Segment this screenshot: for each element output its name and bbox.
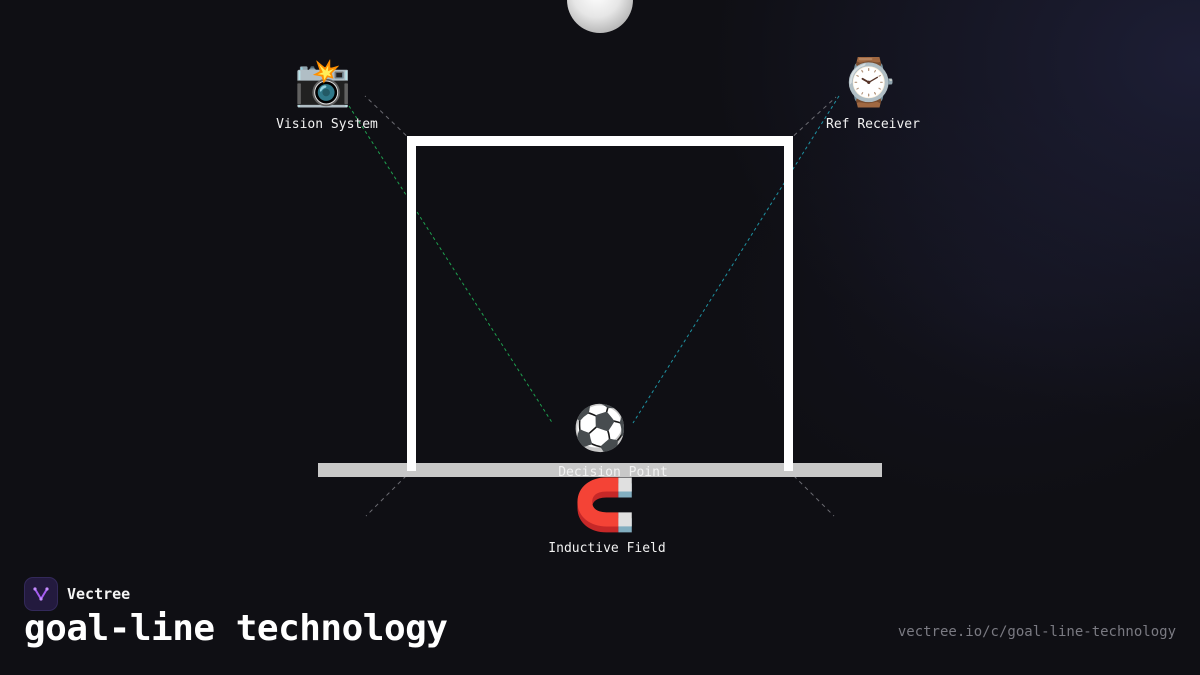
soccer-ball-icon: ⚽ (571, 403, 628, 454)
node-label-decision-point: Decision Point (558, 465, 668, 480)
edge-ref-to-decision (632, 95, 840, 424)
edge-vision-to-decision (348, 105, 554, 425)
top-sphere (567, 0, 633, 33)
guide-line-top-left (364, 95, 413, 142)
goal-crossbar (407, 136, 793, 146)
vectree-logo-icon (24, 577, 58, 611)
camera-with-flash-icon: 📸 (294, 55, 351, 109)
goal-left-post (407, 136, 416, 471)
guide-line-bottom-left (365, 469, 413, 517)
node-label-inductive-field: Inductive Field (548, 541, 665, 556)
goal-frame (407, 136, 793, 471)
goal-right-post (784, 136, 793, 471)
node-label-vision-system: Vision System (276, 117, 378, 132)
brand-name: Vectree (67, 585, 131, 603)
page-title: goal-line technology (24, 608, 448, 649)
node-label-ref-receiver: Ref Receiver (826, 117, 920, 132)
guide-line-bottom-right (787, 469, 835, 517)
watch-icon: ⌚ (840, 55, 897, 109)
guide-line-top-right (787, 96, 837, 142)
perspective-guides (364, 95, 837, 517)
magnet-icon: 🧲 (574, 476, 636, 534)
goal-line-bar (318, 463, 882, 477)
page-url: vectree.io/c/goal-line-technology (897, 624, 1176, 640)
brand: Vectree (24, 577, 130, 611)
